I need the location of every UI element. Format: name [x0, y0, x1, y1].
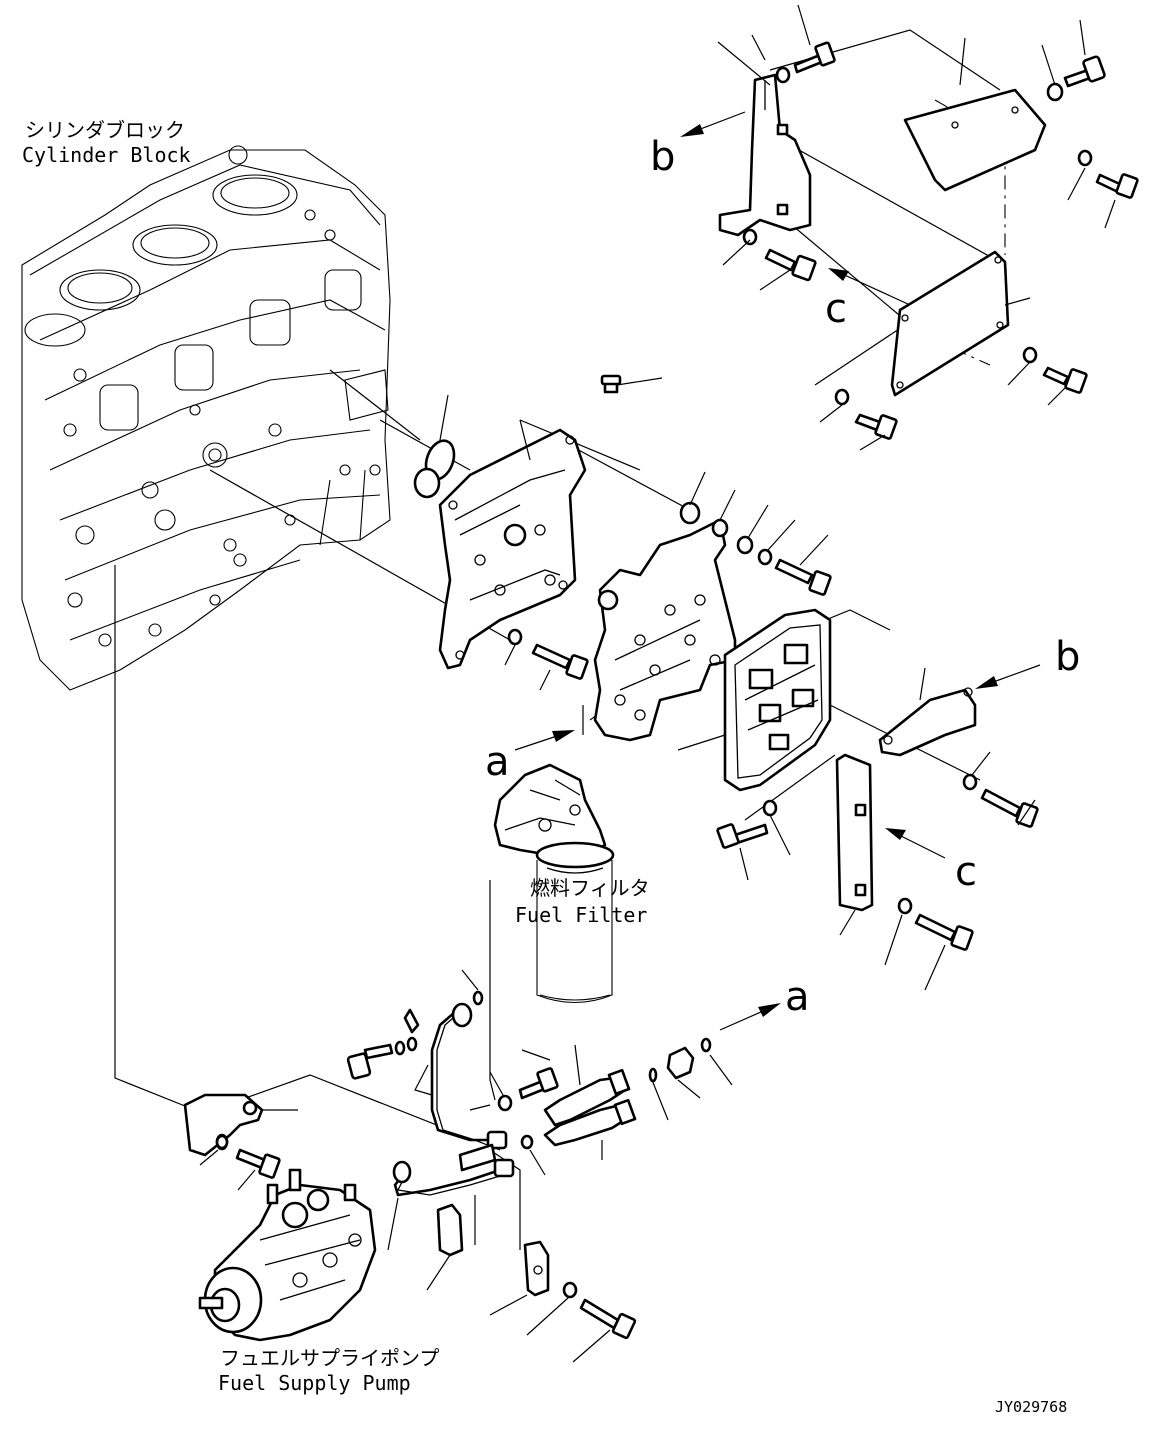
mounting-plate	[438, 428, 587, 670]
fuel-filter	[493, 763, 615, 1003]
callout-a-upper: a	[485, 739, 510, 785]
callout-b-upper: b	[650, 134, 675, 180]
engine-controller	[723, 608, 832, 792]
part-leader-lines	[199, 4, 1116, 1363]
cylinder-block	[21, 145, 391, 691]
callout-b-right: b	[1055, 634, 1080, 680]
controller-bracket	[593, 518, 737, 742]
cover-plate-c	[890, 250, 1010, 397]
bolts	[235, 41, 1139, 1340]
callout-a-lower: a	[785, 974, 810, 1020]
fuel-supply-pump-en-label: Fuel Supply Pump	[218, 1371, 411, 1395]
pipe-clamps	[436, 1203, 550, 1297]
cover-plate-top	[903, 88, 1047, 192]
fuel-pipes	[392, 1002, 515, 1197]
fuel-filter-jp-label: 燃料フィルタ	[530, 876, 650, 900]
drawing-number: JY029768	[995, 1398, 1067, 1416]
bracket-b-upper	[718, 73, 812, 237]
assembly-lines	[114, 29, 1031, 1250]
bracket-b-right	[878, 687, 977, 757]
callout-arrows	[514, 111, 1041, 1031]
fuel-supply-pump-jp-label: フュエルサプライポンプ	[220, 1346, 439, 1370]
washers	[215, 66, 1093, 1299]
callout-c-right: c	[955, 849, 977, 895]
callout-c-upper: c	[825, 286, 847, 332]
bracket-c-right	[835, 753, 874, 912]
gasket	[413, 439, 456, 499]
fuel-hoses	[543, 1068, 637, 1147]
fuel-supply-pump	[198, 1168, 377, 1342]
fuel-filter-en-label: Fuel Filter	[515, 903, 647, 927]
cylinder-block-jp-label: シリンダブロック	[25, 118, 185, 142]
cylinder-block-en-label: Cylinder Block	[22, 143, 191, 167]
